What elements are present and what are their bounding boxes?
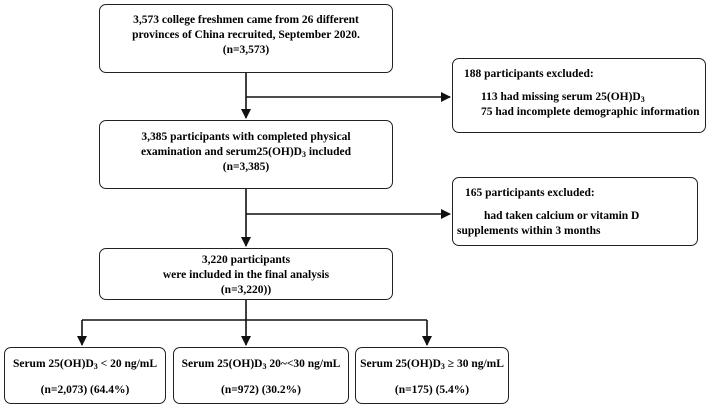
- included-exam-box: 3,385 participants with completed physic…: [99, 120, 393, 189]
- recruited-count: (n=3,573): [222, 44, 270, 56]
- included-exam-line2: examination and serum25(OH)D3 included: [100, 145, 392, 160]
- excluded-second-line2: supplements within 3 months: [457, 225, 601, 237]
- group-high-count: (n=175) (5.4%): [394, 384, 470, 396]
- group-high-label-end: ≥ 30 ng/mL: [444, 358, 504, 370]
- group-high-label-text: Serum 25(OH)D: [360, 358, 441, 370]
- group-high-label: Serum 25(OH)D3 ≥ 30 ng/mL: [356, 357, 508, 372]
- excluded-first-item-serum-subscript: 3: [640, 95, 645, 104]
- final-analysis-line2: were included in the final analysis: [162, 269, 330, 281]
- group-low-label: Serum 25(OH)D3 < 20 ng/mL: [5, 357, 165, 372]
- excluded-first-item-serum-text: 113 had missing serum 25(OH)D: [481, 91, 641, 103]
- group-mid-label: Serum 25(OH)D3 20~<30 ng/mL: [174, 357, 348, 372]
- final-analysis-count: (n=3,220)): [220, 284, 272, 296]
- included-exam-line2-end: included: [305, 146, 352, 158]
- recruited-line1: 3,573 college freshmen came from 26 diff…: [133, 14, 359, 26]
- group-low-label-end: < 20 ng/mL: [97, 358, 158, 370]
- final-analysis-box: 3,220 participants were included in the …: [99, 248, 393, 300]
- group-mid-label-text: Serum 25(OH)D: [181, 358, 263, 370]
- group-high-label-subscript: 3: [440, 362, 445, 371]
- excluded-second-line1: had taken calcium or vitamin D: [484, 210, 640, 222]
- included-exam-count: (n=3,385): [222, 161, 270, 173]
- excluded-first-item-serum: 113 had missing serum 25(OH)D3: [464, 90, 705, 105]
- excluded-second-box: 165 participants excluded: had taken cal…: [452, 177, 698, 246]
- excluded-second-title: 165 participants excluded:: [465, 187, 595, 199]
- group-low-box: Serum 25(OH)D3 < 20 ng/mL (n=2,073) (64.…: [4, 347, 166, 404]
- group-low-label-text: Serum 25(OH)D: [12, 358, 94, 370]
- recruited-line2: provinces of China recruited, September …: [132, 29, 360, 41]
- group-mid-label-end: 20~<30 ng/mL: [266, 358, 341, 370]
- group-mid-box: Serum 25(OH)D3 20~<30 ng/mL (n=972) (30.…: [173, 347, 349, 404]
- final-analysis-line1: 3,220 participants: [201, 254, 291, 266]
- group-low-label-subscript: 3: [93, 362, 98, 371]
- group-high-box: Serum 25(OH)D3 ≥ 30 ng/mL (n=175) (5.4%): [355, 347, 509, 404]
- excluded-first-item-demographic: 75 had incomplete demographic informatio…: [481, 106, 700, 118]
- included-exam-line1: 3,385 participants with completed physic…: [141, 131, 351, 143]
- included-exam-line2-subscript: 3: [301, 150, 306, 159]
- group-mid-label-subscript: 3: [262, 362, 267, 371]
- group-mid-count: (n=972) (30.2%): [220, 384, 302, 396]
- excluded-first-box: 188 participants excluded: 113 had missi…: [452, 58, 706, 133]
- excluded-first-title: 188 participants excluded:: [464, 68, 594, 80]
- recruited-box: 3,573 college freshmen came from 26 diff…: [99, 4, 393, 73]
- included-exam-line2-text: examination and serum25(OH)D: [140, 146, 302, 158]
- group-low-count: (n=2,073) (64.4%): [40, 384, 130, 396]
